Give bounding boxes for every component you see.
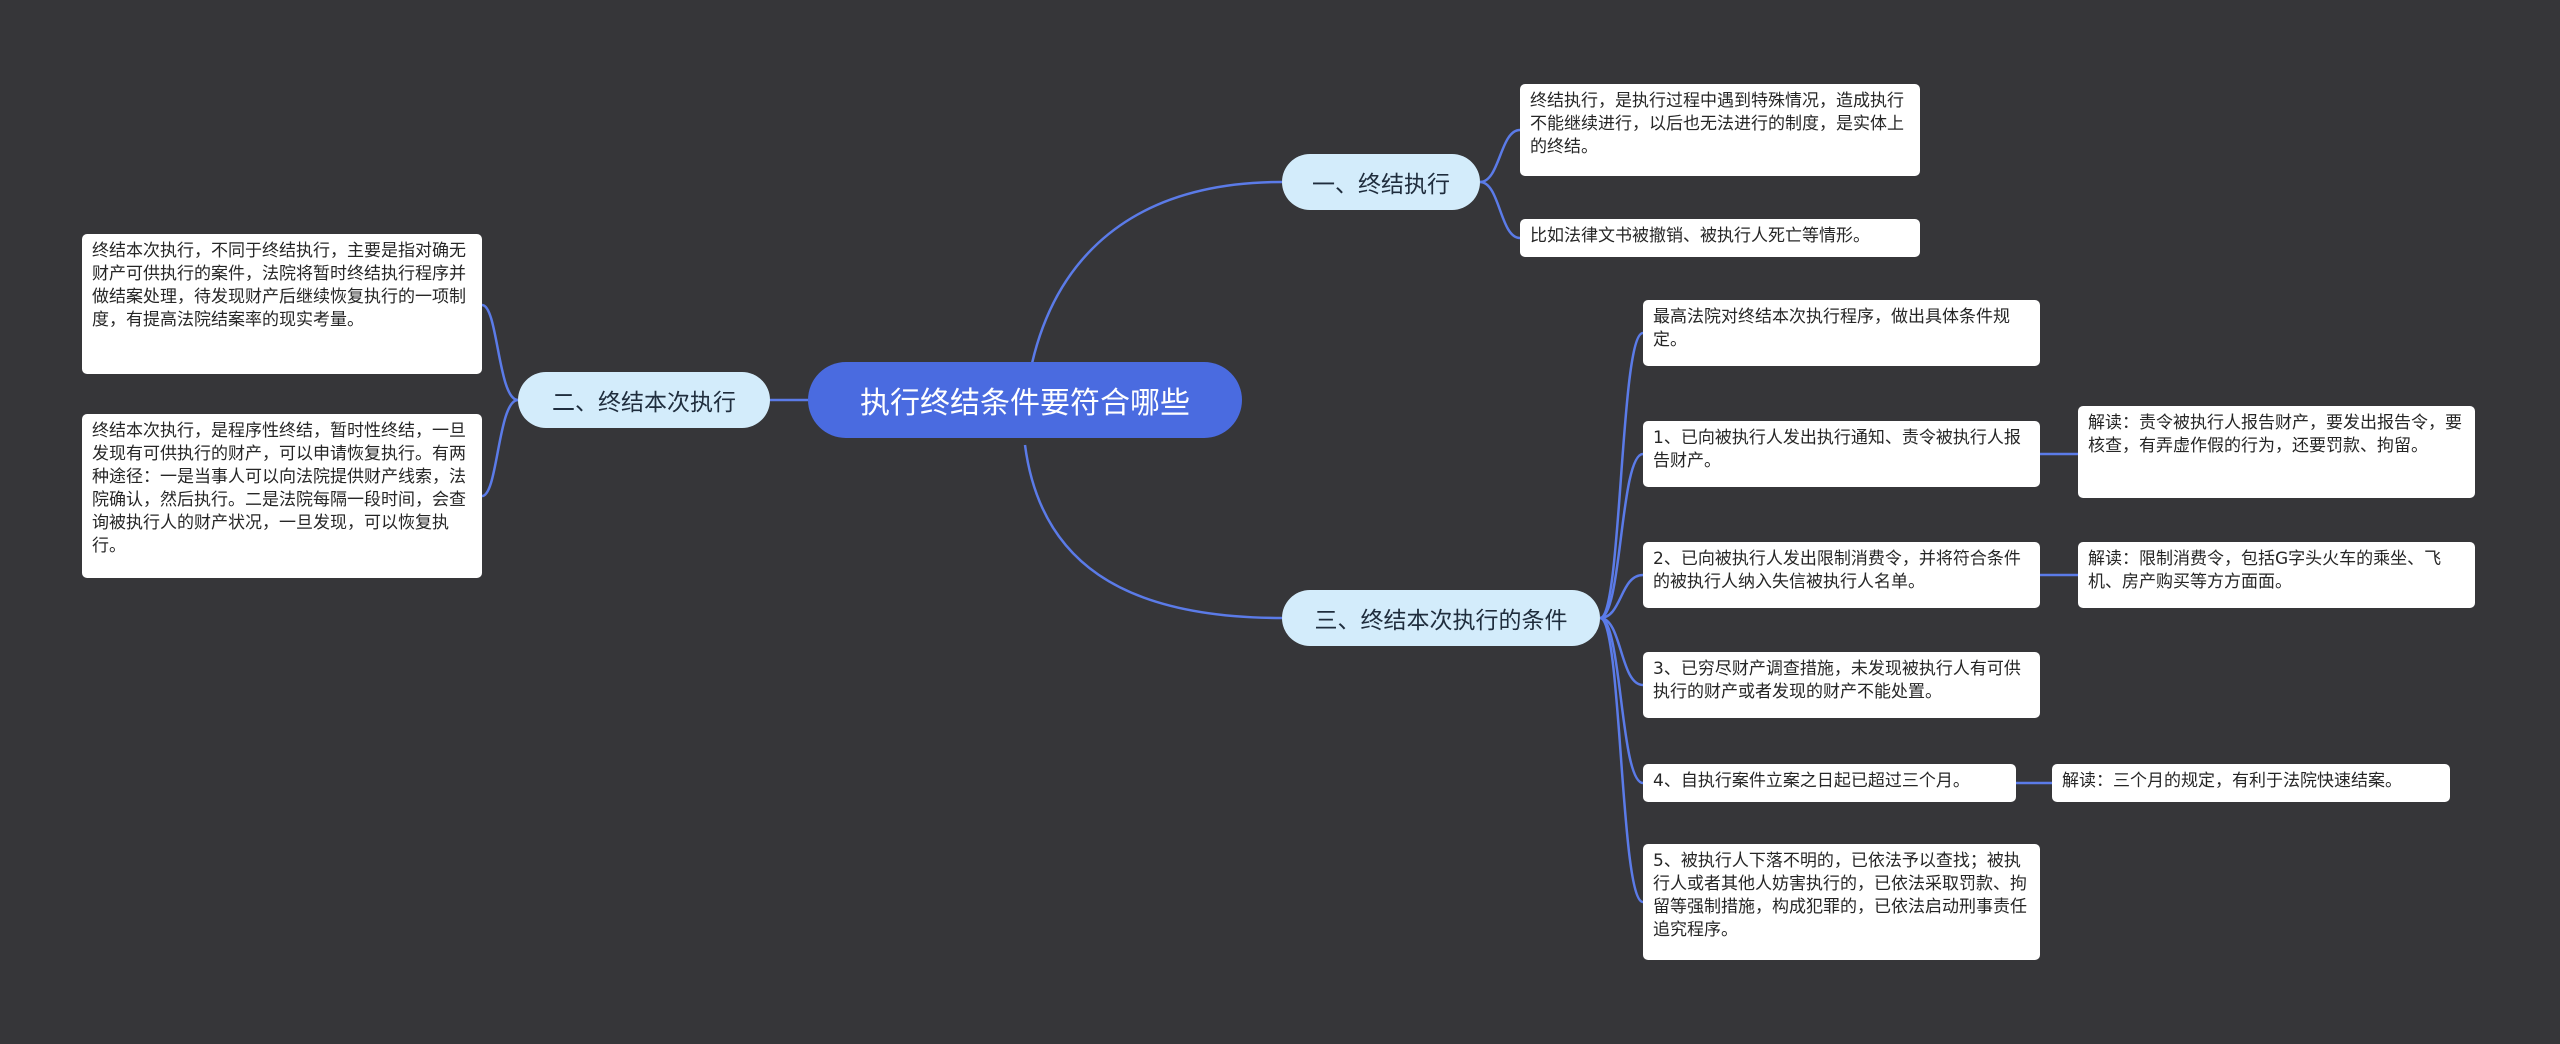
connector-b3-leaf1 xyxy=(1599,452,1644,620)
leaf-this-execution-recovery[interactable]: 终结本次执行，是程序性终结，暂时性终结，一旦发现有可供执行的财产，可以申请恢复执… xyxy=(82,414,482,578)
connector-b3-leaf4 xyxy=(1599,616,1644,785)
connector-b3-leaf3 xyxy=(1599,616,1644,687)
leaf-this-execution-definition[interactable]: 终结本次执行，不同于终结执行，主要是指对确无财产可供执行的案件，法院将暂时终结执… xyxy=(82,234,482,374)
connector-b3-leaf5 xyxy=(1599,616,1644,904)
leaf-termination-example[interactable]: 比如法律文书被撤销、被执行人死亡等情形。 xyxy=(1520,219,1920,257)
connector-b3-leaf2 xyxy=(1599,573,1644,620)
leaf-condition-1-note[interactable]: 解读：责令被执行人报告财产，要发出报告令，要核查，有弄虚作假的行为，还要罚款、拘… xyxy=(2078,406,2475,498)
leaf-condition-2-note[interactable]: 解读：限制消费令，包括G字头火车的乘坐、飞机、房产购买等方方面面。 xyxy=(2078,542,2475,608)
branch-termination-of-execution[interactable]: 一、终结执行 xyxy=(1282,154,1480,210)
leaf-condition-1[interactable]: 1、已向被执行人发出执行通知、责令被执行人报告财产。 xyxy=(1643,421,2040,487)
connector-root-b3 xyxy=(1023,444,1283,620)
leaf-condition-4[interactable]: 4、自执行案件立案之日起已超过三个月。 xyxy=(1643,764,2016,802)
connector-b1-leaf2 xyxy=(1479,180,1521,240)
leaf-condition-2[interactable]: 2、已向被执行人发出限制消费令，并将符合条件的被执行人纳入失信被执行人名单。 xyxy=(1643,542,2040,608)
root-topic[interactable]: 执行终结条件要符合哪些 xyxy=(808,362,1242,438)
connector-b2-leaf2 xyxy=(481,398,519,498)
leaf-condition-5[interactable]: 5、被执行人下落不明的，已依法予以查找；被执行人或者其他人妨害执行的，已依法采取… xyxy=(1643,844,2040,960)
connector-b1-leaf1 xyxy=(1479,128,1521,184)
leaf-condition-4-note[interactable]: 解读：三个月的规定，有利于法院快速结案。 xyxy=(2052,764,2450,802)
leaf-supreme-court-rule[interactable]: 最高法院对终结本次执行程序，做出具体条件规定。 xyxy=(1643,300,2040,366)
branch-termination-of-this-execution[interactable]: 二、终结本次执行 xyxy=(518,372,770,428)
branch-conditions[interactable]: 三、终结本次执行的条件 xyxy=(1282,590,1600,646)
leaf-termination-definition[interactable]: 终结执行，是执行过程中遇到特殊情况，造成执行不能继续进行，以后也无法进行的制度，… xyxy=(1520,84,1920,176)
connector-root-b1 xyxy=(1023,180,1283,406)
connector-b2-leaf1 xyxy=(481,303,519,402)
leaf-condition-3[interactable]: 3、已穷尽财产调查措施，未发现被执行人有可供执行的财产或者发现的财产不能处置。 xyxy=(1643,652,2040,718)
connector-b3-leaf0 xyxy=(1599,331,1644,620)
